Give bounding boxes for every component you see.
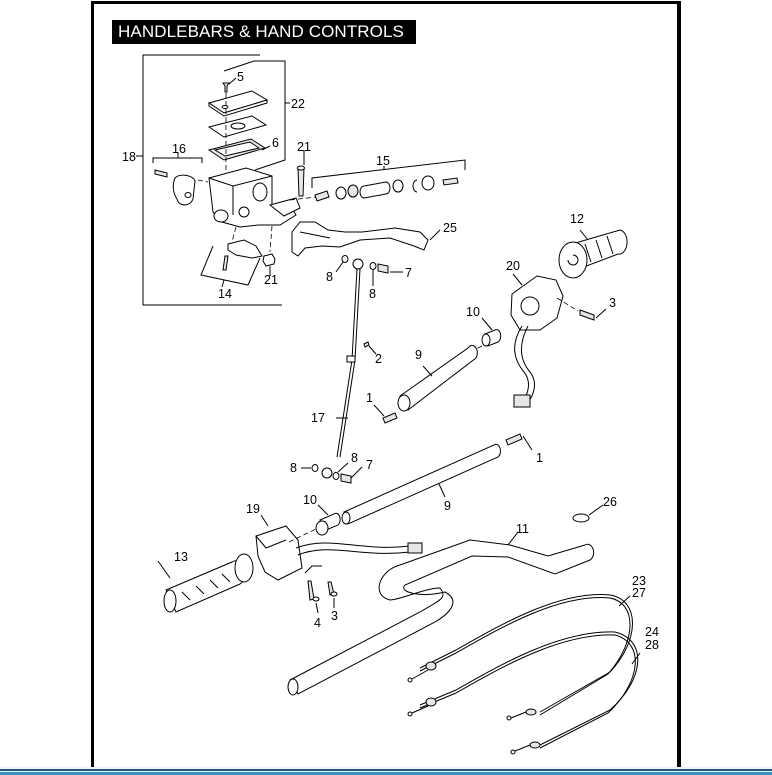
part-23-27-throttle-cable	[407, 594, 633, 721]
callout-3-left: 3	[331, 609, 338, 623]
window-bottom-edge	[0, 767, 772, 775]
callout-16: 16	[172, 142, 186, 156]
callout-28: 28	[645, 638, 659, 652]
callout-17: 17	[311, 411, 325, 425]
callout-7-bottom: 7	[366, 458, 373, 472]
part-22-reservoir-cover	[207, 90, 269, 117]
master-cylinder-group-bracket	[136, 54, 282, 306]
callout-5: 5	[237, 70, 244, 84]
callout-12: 12	[570, 212, 584, 226]
part-3-screw-right	[579, 308, 607, 321]
part-25-brake-lever	[291, 221, 441, 257]
callout-27: 27	[632, 586, 646, 600]
callout-8-bottom-right: 8	[351, 451, 358, 465]
part-6-diaphragm	[207, 138, 271, 161]
part-21-nut	[262, 253, 276, 276]
callout-20: 20	[506, 259, 520, 273]
callout-8-bottom-left: 8	[290, 461, 297, 475]
part-4-screw-left	[307, 580, 320, 614]
callout-15: 15	[376, 154, 390, 168]
callout-7-top: 7	[405, 266, 412, 280]
part-17-brake-line	[336, 268, 361, 458]
part-7-banjo-bolt-top	[377, 263, 403, 274]
callout-1-upper: 1	[366, 391, 373, 405]
callout-labels: 5 22 6 18 16 21 15 12 25 20 8 21 8 7 14 …	[122, 70, 659, 652]
brake-line-banjo-bottom	[321, 467, 333, 479]
part-1-screw-lower	[505, 433, 533, 451]
part-20-right-switch-housing	[510, 273, 579, 408]
part-8-washer-bottom-right	[332, 462, 349, 480]
callout-22: 22	[291, 97, 305, 111]
callout-6: 6	[272, 136, 279, 150]
part-3-screw-left	[327, 581, 338, 608]
part-26-cable-clip	[572, 504, 604, 523]
part-5-screw	[222, 77, 237, 93]
callout-10-left: 10	[303, 493, 317, 507]
page-title: HANDLEBARS & HAND CONTROLS	[112, 20, 416, 44]
callout-23: 23	[632, 574, 646, 588]
part-10-damper-left	[315, 504, 341, 536]
part-19-left-switch-housing	[255, 514, 423, 581]
part-21-pivot-pin	[297, 150, 305, 197]
reservoir-cover-group-bracket	[223, 60, 290, 171]
callout-19: 19	[246, 502, 260, 516]
callout-3-right: 3	[609, 296, 616, 310]
callout-11: 11	[516, 522, 529, 536]
callout-8-top-left: 8	[326, 270, 333, 284]
callout-1-lower: 1	[536, 451, 543, 465]
part-10-damper-right	[469, 317, 502, 353]
part-8-washer-top-right	[369, 262, 377, 286]
part-22-gasket-plate	[207, 115, 268, 138]
part-16-clamp	[152, 152, 203, 206]
callout-2: 2	[375, 352, 382, 366]
callout-10-right: 10	[466, 305, 480, 319]
part-11-handlebar	[287, 531, 595, 696]
callout-9-lower: 9	[444, 499, 451, 513]
callout-21-top: 21	[297, 140, 311, 154]
part-1-screw-upper	[373, 404, 398, 424]
callout-9-upper: 9	[415, 348, 422, 362]
part-8-washer-bottom-left	[301, 464, 319, 472]
callout-4: 4	[314, 616, 321, 630]
part-24-28-idle-cable	[407, 631, 641, 755]
part-13-left-grip	[157, 553, 254, 613]
callout-21-bottom: 21	[264, 273, 278, 287]
part-15-rebuild-kit	[311, 159, 466, 202]
part-2-screw	[363, 341, 377, 355]
part-12-throttle-grip	[558, 229, 628, 279]
part-9-bar-end-weight-lower	[341, 443, 501, 525]
part-14-brake-switch	[200, 239, 263, 288]
callout-24: 24	[645, 625, 659, 639]
part-9-bar-end-weight-upper	[397, 345, 478, 412]
callout-14: 14	[218, 287, 232, 301]
callout-18: 18	[122, 150, 136, 164]
callout-25: 25	[443, 221, 457, 235]
master-cylinder-body	[208, 167, 301, 228]
part-8-washer-top	[335, 255, 349, 273]
brake-line-banjo-top	[352, 258, 364, 270]
callout-8-top-right: 8	[369, 287, 376, 301]
part-7-banjo-bolt-bottom	[340, 466, 363, 484]
callout-13: 13	[174, 550, 188, 564]
callout-26: 26	[603, 495, 617, 509]
